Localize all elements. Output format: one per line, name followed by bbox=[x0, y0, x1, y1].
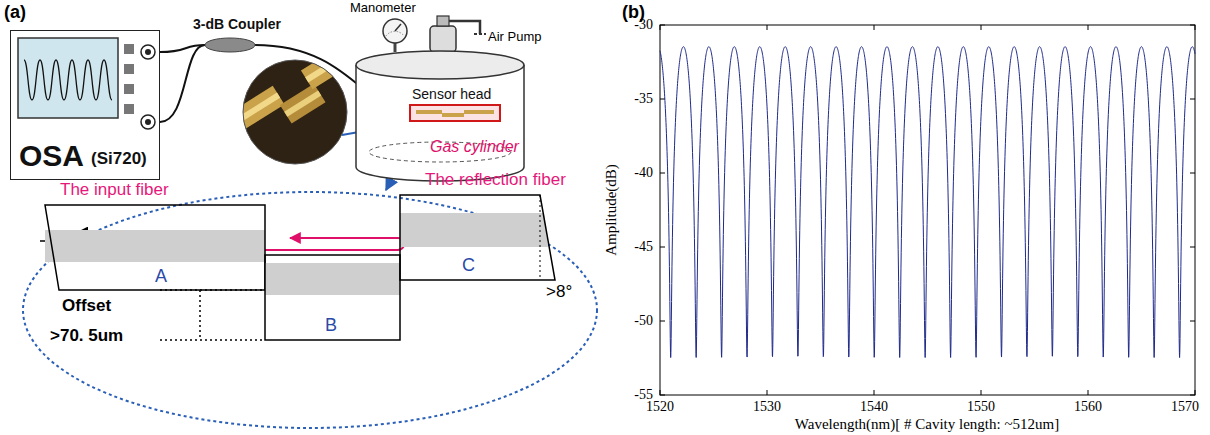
axis-label: -40 bbox=[634, 165, 653, 181]
node-text: The input fiber bbox=[60, 180, 169, 200]
chart-frame bbox=[660, 25, 1195, 395]
coupler: 3-dB Coupler bbox=[205, 38, 255, 52]
annotation-label: Offset bbox=[62, 296, 111, 316]
axis-label: -45 bbox=[634, 239, 653, 255]
annotation-label: (a) bbox=[4, 2, 26, 23]
axis-label: Wavelength(nm)[ # Cavity length: ~512um] bbox=[795, 416, 1059, 433]
annotation-label: >8° bbox=[546, 282, 572, 302]
node-text: C bbox=[462, 255, 475, 276]
node-text: OSA bbox=[19, 139, 84, 174]
annotation-label: Air Pump bbox=[488, 30, 541, 45]
node-text: Sensor head bbox=[412, 86, 491, 102]
fiberC-outline bbox=[400, 195, 555, 280]
axis-label: 1520 bbox=[646, 399, 674, 415]
node-text: B bbox=[325, 315, 337, 336]
axis-label: -35 bbox=[634, 91, 653, 107]
spectrum-curve bbox=[660, 47, 1195, 358]
axis-label: 1560 bbox=[1074, 399, 1102, 415]
reflection-fiber: The reflection fiberC bbox=[400, 195, 555, 280]
offset-fiber: B bbox=[265, 255, 400, 340]
axis-label: 1530 bbox=[753, 399, 781, 415]
manometer-gauge bbox=[383, 19, 407, 52]
node-text: A bbox=[155, 266, 167, 287]
input-fiber: The input fiberA bbox=[45, 205, 265, 290]
axis-label: -50 bbox=[634, 313, 653, 329]
axis-label: -30 bbox=[634, 17, 653, 33]
osa-front-panel bbox=[18, 38, 155, 129]
node-text: (Si720) bbox=[91, 149, 147, 169]
axis-label: 1570 bbox=[1171, 399, 1199, 415]
microscope-photo bbox=[220, 42, 364, 164]
node-text: 3-dB Coupler bbox=[193, 16, 281, 32]
axis-label: Amplitude(dB) bbox=[603, 164, 620, 256]
offset-dimension bbox=[160, 290, 262, 340]
node-text: Gas cylinder bbox=[430, 138, 519, 156]
optical-fiber bbox=[160, 45, 205, 122]
node-text: The reflection fiber bbox=[425, 170, 566, 190]
gas-cylinder: Gas cylinder Sensor head bbox=[355, 50, 525, 182]
axis-label: 1550 bbox=[967, 399, 995, 415]
sensor-head: Sensor head bbox=[410, 105, 500, 121]
air-pump bbox=[430, 16, 486, 52]
annotation-label: Manometer bbox=[350, 1, 416, 16]
axis-label: 1540 bbox=[860, 399, 888, 415]
annotation-label: >70. 5um bbox=[50, 326, 123, 346]
osa-instrument: OSA (Si720) bbox=[10, 30, 160, 180]
detail-ellipse bbox=[23, 192, 597, 428]
coupler-outline bbox=[205, 38, 255, 52]
sensor-outline bbox=[410, 105, 500, 121]
